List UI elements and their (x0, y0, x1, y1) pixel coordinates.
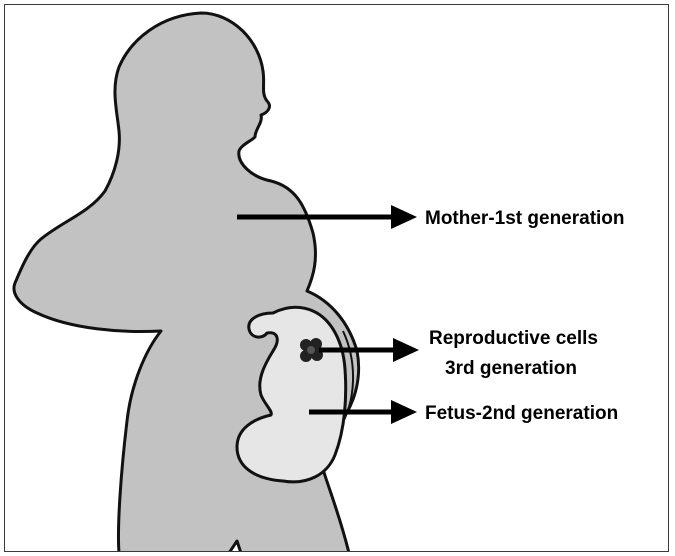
label-reproductive-line2: 3rd generation (445, 358, 577, 379)
generations-diagram: Mother-1st generation Reproductive cells… (5, 5, 669, 552)
diagram-frame: Mother-1st generation Reproductive cells… (4, 4, 669, 552)
label-mother: Mother-1st generation (425, 208, 625, 229)
label-reproductive-line1: Reproductive cells (429, 328, 598, 349)
label-fetus: Fetus-2nd generation (425, 403, 618, 424)
